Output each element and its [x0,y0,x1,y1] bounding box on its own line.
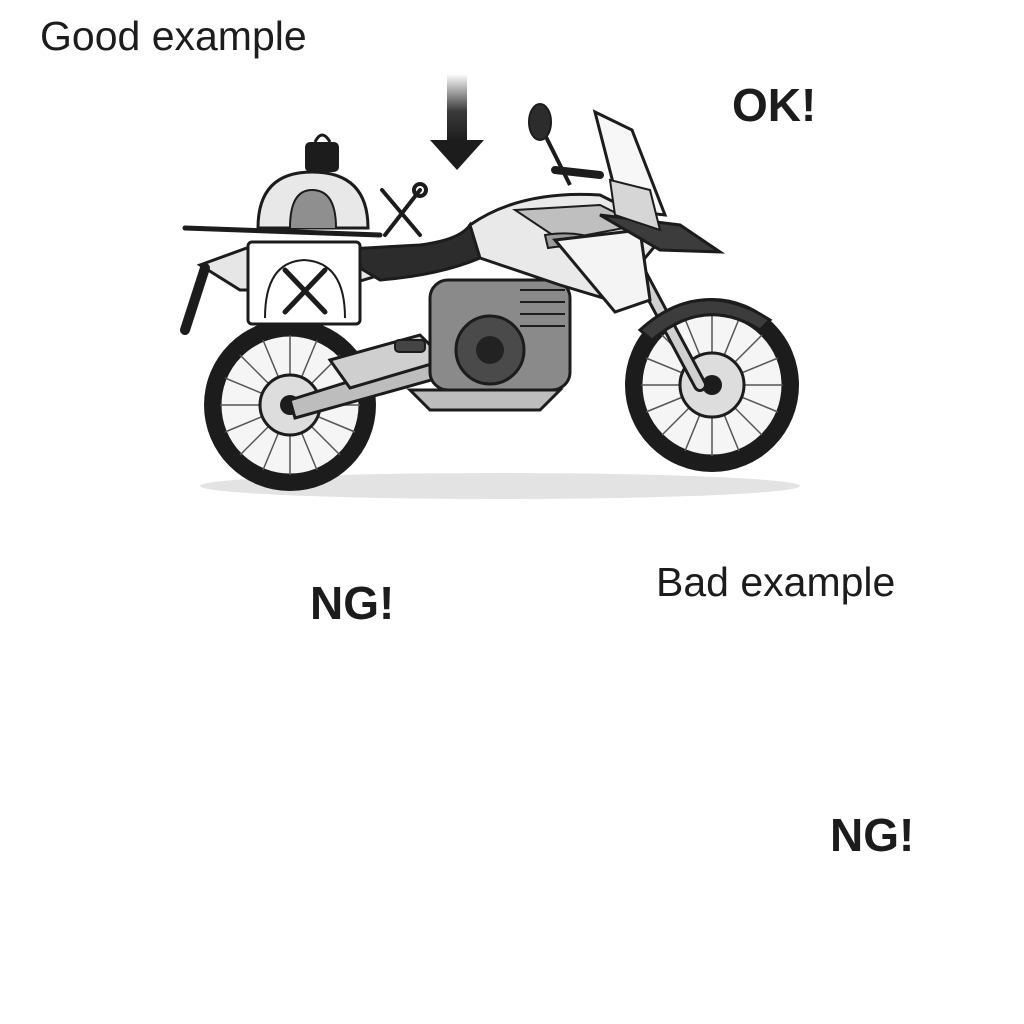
luggage-rack [182,225,383,238]
good-example-title: Good example [40,13,307,59]
tools-icon [380,182,428,237]
bad-example-title: Bad example [656,559,896,605]
side-case [246,240,362,326]
ng-label-top: NG! [310,577,395,629]
wrench-icon [282,267,328,315]
good-panel [185,74,800,499]
weight-bag-icon [305,133,339,172]
down-arrow-icon [430,74,484,170]
ng-label-right: NG! [830,809,915,861]
ok-label: OK! [732,79,817,131]
